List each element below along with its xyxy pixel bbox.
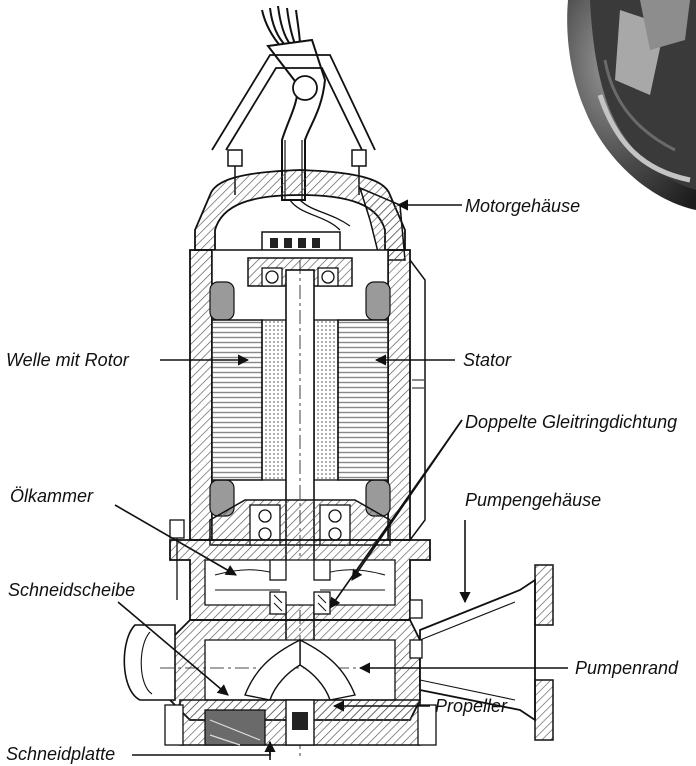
leader-arrows xyxy=(114,199,568,760)
cutter-photo xyxy=(567,0,696,210)
label-cutting-disc: Schneidscheibe xyxy=(8,580,135,600)
label-propeller: Propeller xyxy=(435,696,508,716)
flange-bolts xyxy=(169,519,423,659)
label-motor-housing: Motorgehäuse xyxy=(465,196,580,216)
label-pump-housing: Pumpengehäuse xyxy=(465,490,601,510)
label-cutting-plate: Schneidplatte xyxy=(6,744,115,764)
label-stator: Stator xyxy=(463,350,512,370)
label-pump-rim: Pumpenrand xyxy=(575,658,679,678)
label-oil-chamber: Ölkammer xyxy=(10,486,94,506)
lower-bearing xyxy=(209,499,391,546)
motor-housing-cover xyxy=(194,169,406,261)
pump-housing xyxy=(123,564,560,741)
cutting-assembly xyxy=(164,699,437,746)
stator-core xyxy=(211,319,389,481)
propeller xyxy=(244,638,356,701)
terminal-block xyxy=(261,199,351,257)
winding-heads xyxy=(209,281,391,517)
oil-chamber-housing xyxy=(169,539,431,621)
double-mechanical-seal xyxy=(269,559,331,615)
lifting-bracket xyxy=(211,54,376,151)
callout-labels: Motorgehäuse Welle mit Rotor Stator Dopp… xyxy=(6,196,679,764)
label-shaft-with-rotor: Welle mit Rotor xyxy=(6,350,130,370)
label-double-seal: Doppelte Gleitringdichtung xyxy=(465,412,677,432)
